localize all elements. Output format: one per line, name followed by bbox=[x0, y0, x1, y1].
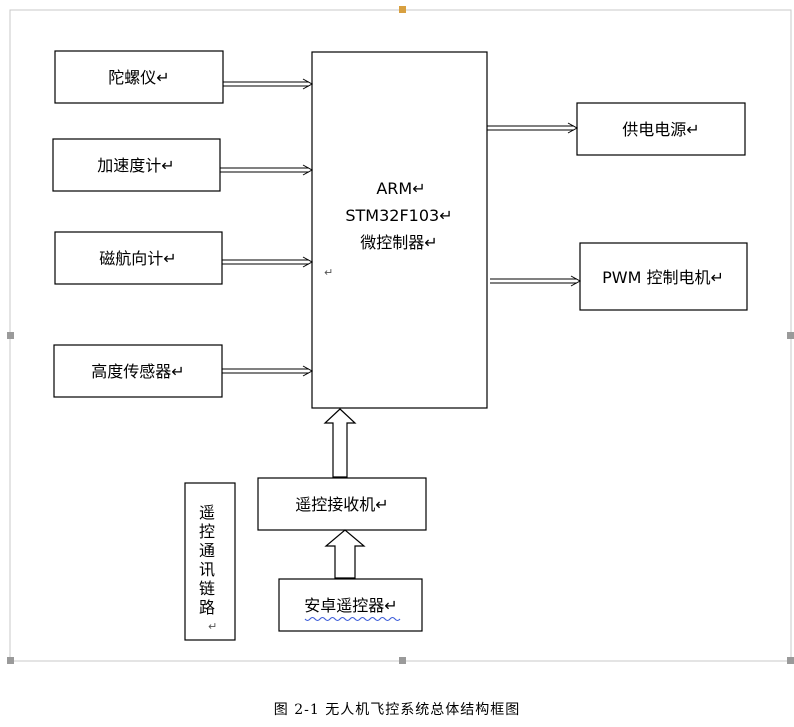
arrow-controller-to-pwm bbox=[490, 275, 582, 287]
resize-handle-right[interactable] bbox=[787, 332, 794, 339]
receiver-box[interactable]: 遥控接收机↵ bbox=[257, 477, 427, 531]
arrow-gyroscope-to-controller bbox=[223, 78, 314, 90]
controller-box[interactable]: ARM↵ STM32F103↵ 微控制器↵ ↵ bbox=[311, 51, 488, 409]
power-supply-label: 供电电源↵ bbox=[622, 120, 699, 139]
resize-handle-bottom-left[interactable] bbox=[7, 657, 14, 664]
link-char-6: 路 bbox=[199, 598, 215, 617]
arrow-controller-to-power bbox=[487, 122, 579, 134]
remote-box[interactable]: 安卓遥控器↵ bbox=[278, 578, 423, 632]
arrow-receiver-to-controller bbox=[323, 408, 357, 478]
input-accelerometer[interactable]: 加速度计↵ bbox=[52, 138, 221, 192]
arrow-magnetometer-to-controller bbox=[222, 256, 314, 268]
resize-handle-bottom-right[interactable] bbox=[787, 657, 794, 664]
figure-caption: 图 2-1 无人机飞控系统总体结构框图 bbox=[273, 702, 521, 718]
link-char-3: 通 bbox=[199, 541, 215, 560]
pwm-motor-label: PWM 控制电机↵ bbox=[602, 268, 724, 287]
link-char-4: 讯 bbox=[199, 560, 215, 579]
arrow-accelerometer-to-controller bbox=[220, 164, 314, 176]
output-pwm-motor[interactable]: PWM 控制电机↵ bbox=[579, 242, 748, 311]
controller-line-3: 微控制器↵ bbox=[360, 233, 437, 252]
spellcheck-underline bbox=[304, 617, 401, 621]
link-paragraph-mark: ↵ bbox=[208, 620, 217, 633]
link-char-2: 控 bbox=[199, 522, 215, 541]
remote-label: 安卓遥控器↵ bbox=[304, 596, 397, 615]
input-magnetometer[interactable]: 磁航向计↵ bbox=[54, 231, 223, 285]
arrow-remote-to-receiver bbox=[324, 529, 366, 579]
receiver-label: 遥控接收机↵ bbox=[295, 495, 388, 514]
output-power-supply[interactable]: 供电电源↵ bbox=[576, 102, 746, 156]
page-frame bbox=[7, 6, 794, 664]
resize-handle-bottom[interactable] bbox=[399, 657, 406, 664]
magnetometer-label: 磁航向计↵ bbox=[99, 249, 176, 268]
gyroscope-label: 陀螺仪↵ bbox=[108, 68, 169, 87]
resize-handle-left[interactable] bbox=[7, 332, 14, 339]
accelerometer-label: 加速度计↵ bbox=[97, 156, 174, 175]
controller-line-2: STM32F103↵ bbox=[345, 206, 452, 225]
link-char-5: 链 bbox=[199, 579, 215, 598]
link-char-1: 遥 bbox=[199, 503, 215, 522]
input-altitude-sensor[interactable]: 高度传感器↵ bbox=[53, 344, 223, 398]
controller-line-1: ARM↵ bbox=[376, 179, 425, 198]
arrow-altitude-to-controller bbox=[222, 365, 314, 377]
input-gyroscope[interactable]: 陀螺仪↵ bbox=[54, 50, 224, 104]
paragraph-mark: ↵ bbox=[324, 266, 333, 279]
link-box[interactable]: 遥 控 通 讯 链 路 ↵ bbox=[184, 482, 236, 641]
resize-handle-top[interactable] bbox=[399, 6, 406, 13]
altitude-sensor-label: 高度传感器↵ bbox=[91, 362, 184, 381]
